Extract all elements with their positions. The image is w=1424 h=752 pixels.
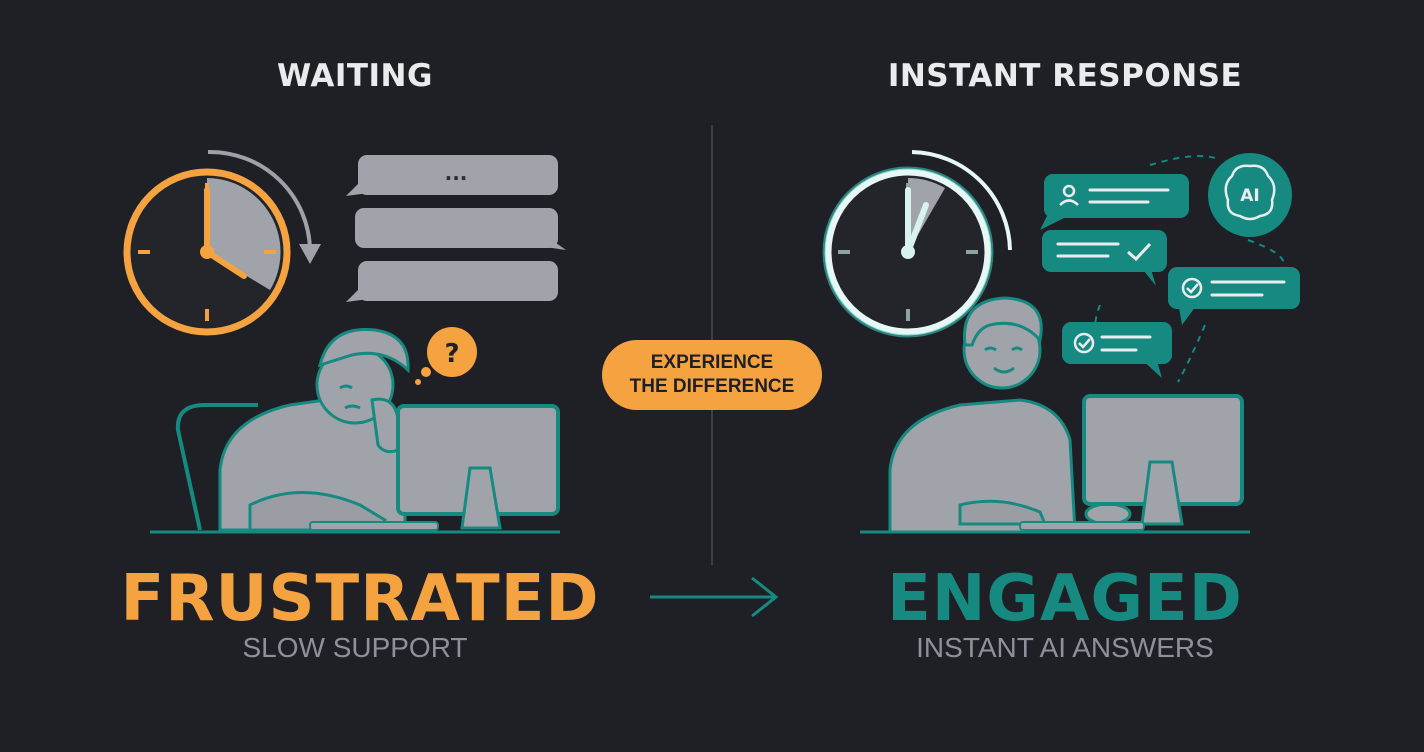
checkmark-icon bbox=[1073, 332, 1095, 354]
clock-icon bbox=[822, 150, 1012, 338]
monitor-icon bbox=[1019, 394, 1244, 531]
instant-ai-caption: INSTANT AI ANSWERS bbox=[916, 632, 1214, 663]
user-icon bbox=[1059, 184, 1079, 206]
waiting-arrow-icon bbox=[207, 149, 321, 264]
chat-bubble-icon bbox=[355, 208, 566, 250]
clock-icon bbox=[123, 168, 291, 336]
svg-text:AI: AI bbox=[1240, 186, 1259, 206]
badge-line-1: EXPERIENCE bbox=[650, 352, 774, 373]
monitor-icon bbox=[309, 404, 560, 531]
question-icon: ? bbox=[415, 327, 477, 385]
arrow-right-icon bbox=[650, 576, 779, 618]
engaged-label: ENGAGED bbox=[887, 562, 1243, 636]
chat-bubble-icon bbox=[346, 261, 558, 302]
frustrated-person bbox=[175, 327, 410, 532]
chat-bubble-icon bbox=[1062, 322, 1172, 378]
frustrated-label: FRUSTRATED bbox=[120, 562, 600, 636]
waiting-heading: WAITING bbox=[277, 58, 433, 94]
checkmark-icon bbox=[1181, 277, 1203, 299]
chat-bubble-icon bbox=[1168, 267, 1300, 325]
typing-indicator: ... bbox=[445, 161, 468, 185]
slow-support-caption: SLOW SUPPORT bbox=[242, 632, 468, 663]
brain-ai-icon: AI bbox=[1208, 153, 1292, 237]
svg-text:?: ? bbox=[444, 339, 459, 369]
engaged-person bbox=[888, 296, 1132, 534]
chat-bubble-icon bbox=[1042, 230, 1167, 286]
experience-badge: EXPERIENCE THE DIFFERENCE bbox=[602, 340, 822, 410]
chat-bubble-icon bbox=[346, 155, 558, 196]
badge-line-2: THE DIFFERENCE bbox=[629, 376, 795, 397]
instant-response-heading: INSTANT RESPONSE bbox=[887, 58, 1243, 94]
checkmark-icon bbox=[1127, 242, 1152, 262]
chat-bubble-icon bbox=[1040, 174, 1189, 230]
